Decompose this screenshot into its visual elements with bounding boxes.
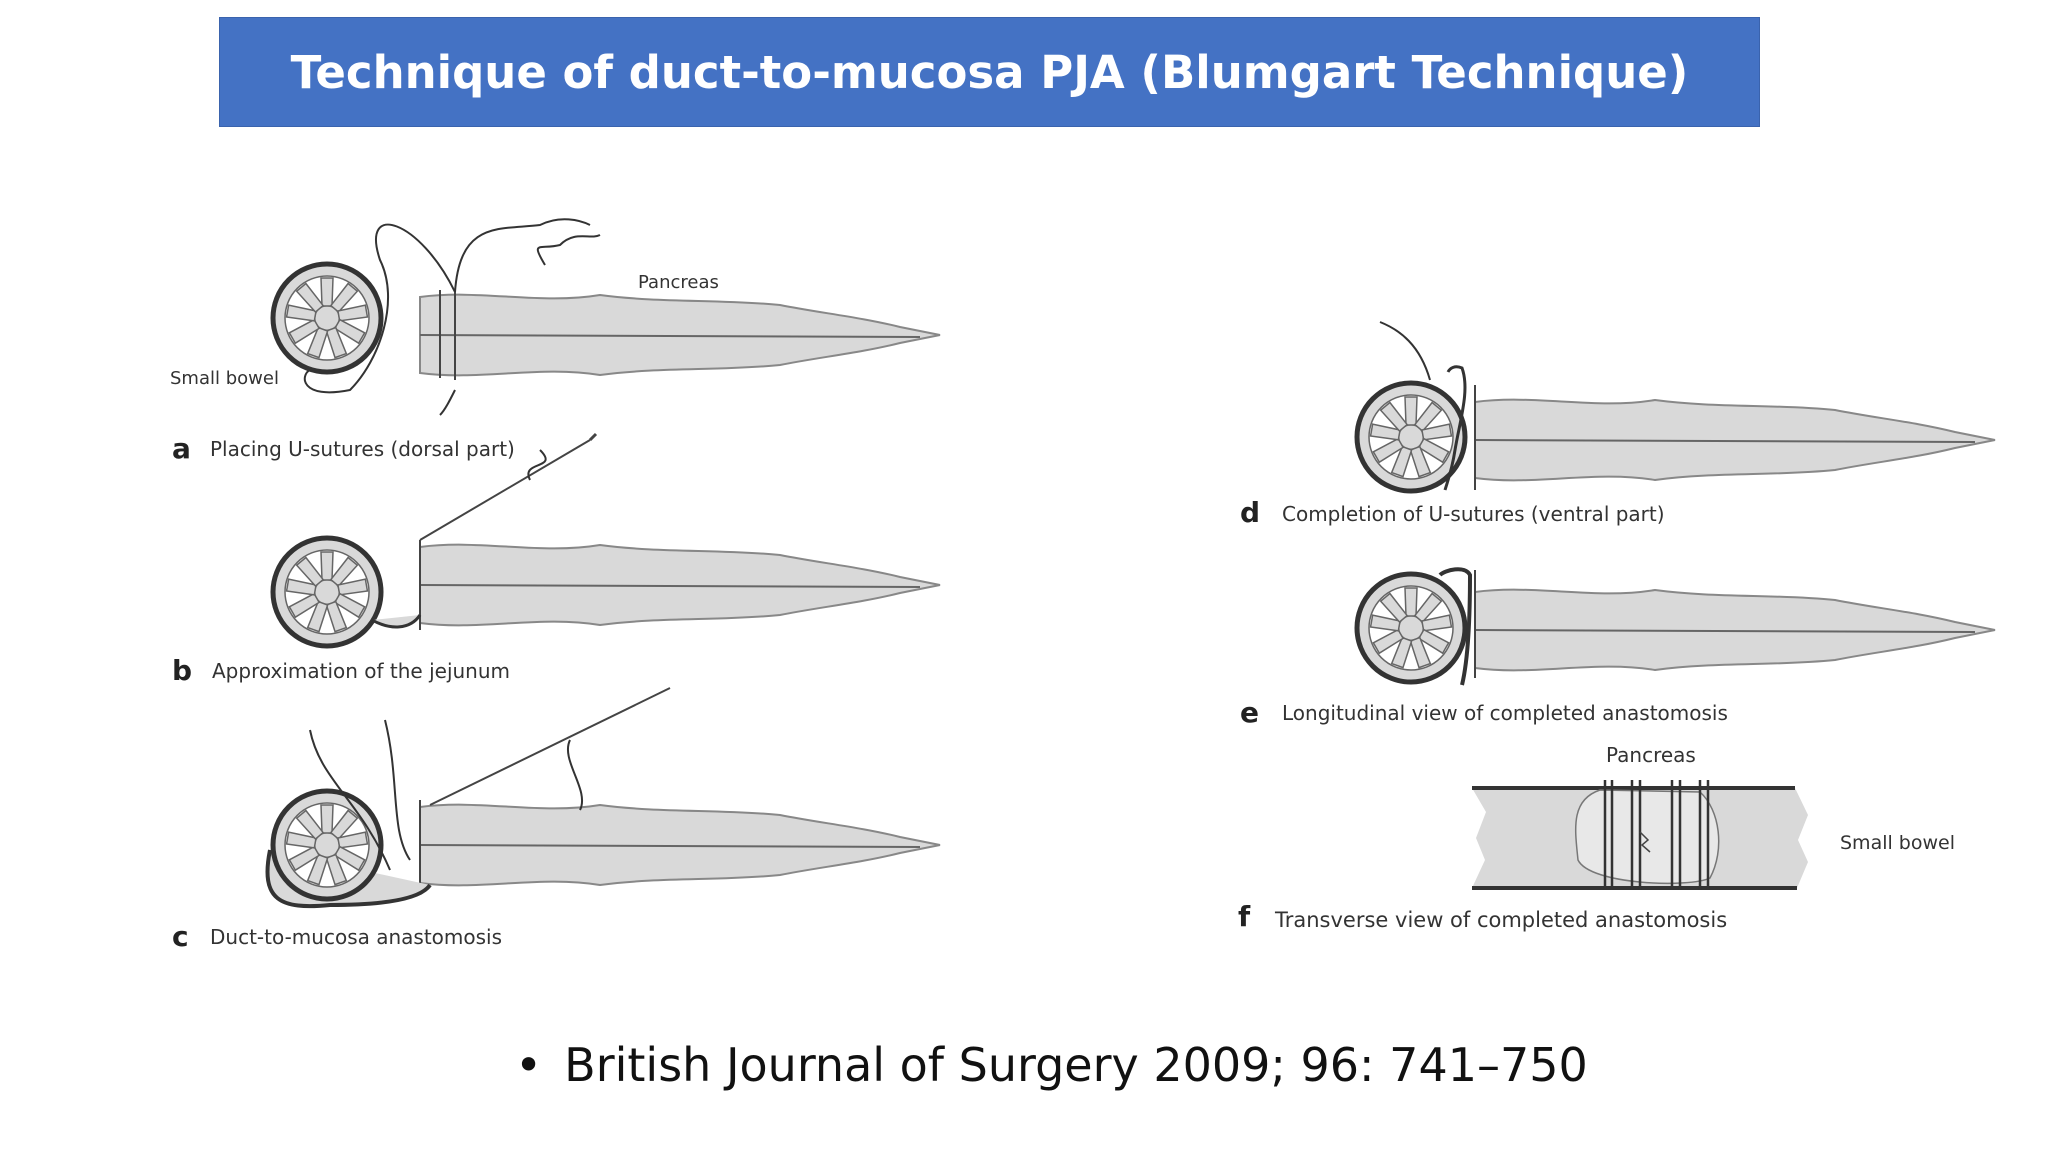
panel-caption-f: Transverse view of completed anastomosis (1274, 908, 1727, 932)
panel-caption-a: Placing U-sutures (dorsal part) (210, 437, 515, 461)
pancreas-label-a: Pancreas (638, 272, 719, 293)
small-bowel-label-f: Small bowel (1840, 832, 1955, 854)
panel-letter-f: f (1238, 900, 1251, 933)
title-bar: Technique of duct-to-mucosa PJA (Blumgar… (219, 17, 1760, 127)
citation: • British Journal of Surgery 2009; 96: 74… (515, 1038, 1588, 1092)
citation-text: British Journal of Surgery 2009; 96: 741… (564, 1038, 1588, 1092)
bullet-marker: • (515, 1038, 543, 1092)
panel-b: b Approximation of the jejunum (172, 432, 941, 687)
panel-caption-e: Longitudinal view of completed anastomos… (1282, 701, 1728, 725)
panel-letter-e: e (1240, 696, 1259, 729)
panel-caption-d: Completion of U-sutures (ventral part) (1282, 502, 1665, 526)
panel-d: d Completion of U-sutures (ventral part) (1240, 321, 1996, 529)
panel-a: Pancreas Small bowel a Placing U-sutures… (170, 218, 941, 465)
panel-caption-b: Approximation of the jejunum (212, 659, 510, 683)
panel-c: c Duct-to-mucosa anastomosis (172, 687, 941, 953)
panel-letter-c: c (172, 920, 189, 953)
panel-caption-c: Duct-to-mucosa anastomosis (210, 925, 502, 949)
panel-f: Pancreas Small bowel f Transverse view o… (1238, 743, 1955, 933)
panel-e: e Longitudinal view of completed anastom… (1240, 567, 1996, 729)
small-bowel-label-a: Small bowel (170, 368, 279, 389)
panel-letter-d: d (1240, 496, 1260, 529)
panel-letter-b: b (172, 654, 192, 687)
slide-title: Technique of duct-to-mucosa PJA (Blumgar… (290, 45, 1689, 99)
pancreas-label-f: Pancreas (1606, 743, 1696, 767)
panel-letter-a: a (172, 432, 191, 465)
